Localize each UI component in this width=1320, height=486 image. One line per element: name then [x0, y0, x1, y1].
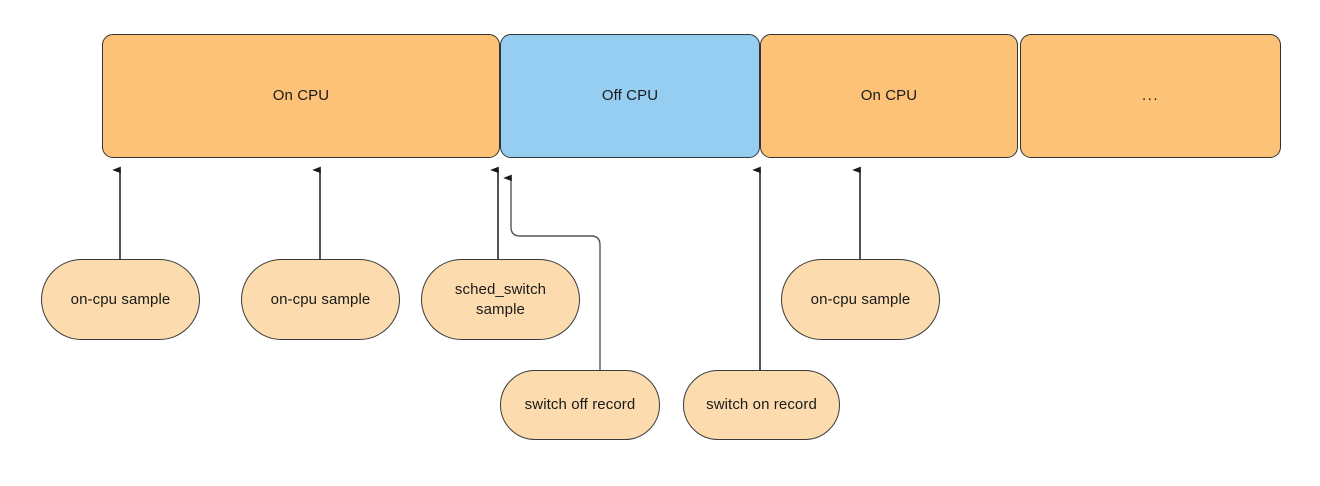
sample-node-on-cpu-2[interactable]: on-cpu sample	[241, 259, 400, 340]
sample-node-on-cpu-1[interactable]: on-cpu sample	[41, 259, 200, 340]
sample-label: on-cpu sample	[270, 290, 371, 308]
record-node-switch-on[interactable]: switch on record	[683, 370, 840, 440]
timeline-segment-continuation[interactable]: ...	[1020, 34, 1281, 158]
timeline-segment-label: Off CPU	[601, 87, 659, 105]
record-label: switch on record	[706, 396, 817, 414]
timeline-segment-label: On CPU	[272, 87, 330, 105]
timeline-segment-label: On CPU	[860, 87, 918, 105]
sample-node-sched-switch[interactable]: sched_switch sample	[421, 259, 580, 340]
sample-label: on-cpu sample	[70, 290, 171, 308]
timeline-continuation-label: ...	[1141, 87, 1159, 105]
arrow-record-off	[503, 174, 601, 370]
record-node-switch-off[interactable]: switch off record	[500, 370, 660, 440]
sample-label: sched_switch sample	[454, 281, 547, 318]
timeline-segment-on-cpu-2[interactable]: On CPU	[760, 34, 1018, 158]
record-label: switch off record	[524, 396, 636, 414]
sample-node-on-cpu-3[interactable]: on-cpu sample	[781, 259, 940, 340]
sample-label: on-cpu sample	[810, 290, 911, 308]
timeline-segment-on-cpu-1[interactable]: On CPU	[102, 34, 500, 158]
timeline-segment-off-cpu-1[interactable]: Off CPU	[500, 34, 760, 158]
